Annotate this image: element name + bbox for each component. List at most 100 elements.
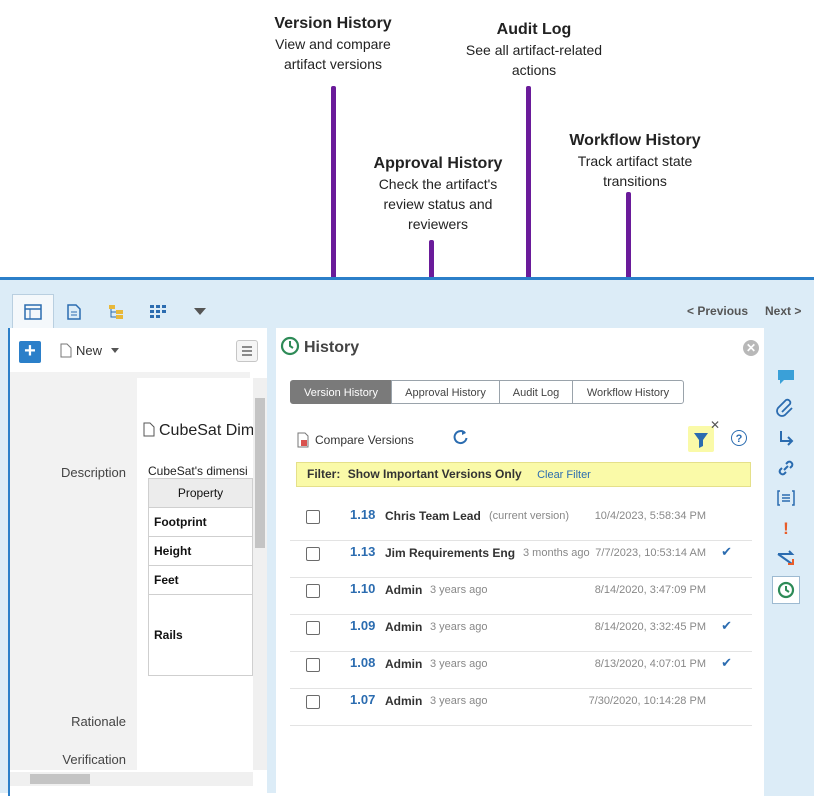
tab-workflow-history[interactable]: Workflow History	[572, 380, 684, 404]
filter-value: Show Important Versions Only	[347, 467, 522, 481]
history-icon	[280, 336, 300, 356]
tab-document[interactable]	[54, 296, 94, 326]
table-row[interactable]: 1.13 Jim Requirements Eng 3 months ago 7/7/…	[290, 540, 752, 578]
checkmark-icon: ✔	[721, 655, 732, 670]
callout-title: Version History	[274, 15, 392, 32]
callout-desc: artifact versions	[283, 56, 383, 72]
previous-link[interactable]: < Previous	[687, 304, 749, 318]
arrow-version-history	[331, 86, 336, 364]
tab-version-history[interactable]: Version History	[290, 380, 392, 404]
callout-workflow-history: Workflow History Track artifact state tr…	[555, 131, 715, 191]
alert-icon[interactable]: !	[783, 519, 789, 538]
menu-icon	[242, 346, 252, 356]
history-icon[interactable]	[772, 576, 800, 604]
history-header: History	[280, 336, 359, 357]
version-number[interactable]: 1.13	[350, 544, 376, 559]
details-icon	[24, 304, 42, 320]
caret-down-icon	[194, 308, 206, 315]
vertical-scrollbar[interactable]	[253, 378, 267, 770]
document-icon	[67, 304, 81, 320]
add-button[interactable]: +	[19, 341, 41, 363]
version-user: Chris Team Lead	[385, 509, 481, 523]
callout-version-history: Version History View and compare artifac…	[263, 14, 403, 74]
version-number[interactable]: 1.10	[350, 581, 376, 596]
scrollbar-thumb[interactable]	[30, 774, 90, 784]
compare-versions-label: Compare Versions	[315, 433, 414, 447]
row-checkbox[interactable]	[306, 510, 320, 524]
version-number[interactable]: 1.07	[350, 692, 376, 707]
menu-button[interactable]	[236, 340, 258, 362]
tab-audit-log[interactable]: Audit Log	[499, 380, 573, 404]
trace-arrow-icon[interactable]	[774, 428, 798, 450]
checkmark-icon: ✔	[721, 618, 732, 633]
caret-down-icon	[110, 348, 119, 353]
row-checkbox[interactable]	[306, 584, 320, 598]
tab-tree[interactable]	[96, 296, 136, 326]
callout-title: Workflow History	[569, 132, 701, 149]
history-panel: History ✕ Version History Approval Histo…	[276, 328, 764, 796]
tab-grid[interactable]	[138, 296, 178, 326]
next-link[interactable]: Next >	[765, 304, 802, 318]
filter-button[interactable]	[688, 426, 714, 452]
link-icon[interactable]	[774, 458, 798, 480]
horizontal-scrollbar[interactable]	[10, 772, 253, 786]
row-checkbox[interactable]	[306, 695, 320, 709]
right-sidebar: !	[764, 328, 814, 796]
version-date: 10/4/2023, 5:58:34 PM	[594, 510, 706, 522]
table-row: Rails	[148, 594, 253, 676]
artifact-title: CubeSat Dim	[143, 422, 253, 440]
tab-more-dropdown[interactable]	[180, 296, 220, 326]
new-button-label: New	[76, 343, 103, 358]
attachment-icon[interactable]	[774, 398, 798, 420]
callout-title: Audit Log	[496, 21, 572, 38]
version-user: Admin	[385, 694, 423, 708]
document-icon	[143, 422, 155, 437]
new-document-icon	[60, 343, 72, 358]
rationale-label: Rationale	[71, 714, 126, 729]
tab-approval-history[interactable]: Approval History	[391, 380, 500, 404]
relationship-icon[interactable]	[774, 548, 798, 570]
tree-icon	[109, 305, 123, 319]
row-checkbox[interactable]	[306, 658, 320, 672]
callout-desc: actions	[511, 62, 557, 78]
version-date: 8/14/2020, 3:32:45 PM	[594, 621, 706, 633]
version-number[interactable]: 1.18	[350, 507, 376, 522]
version-relative-time: 3 years ago	[430, 621, 488, 633]
refresh-button[interactable]	[451, 428, 469, 451]
close-button[interactable]: ✕	[743, 340, 759, 356]
clear-filter-link[interactable]: Clear Filter	[537, 469, 591, 481]
clear-filter-icon[interactable]: ✕	[710, 418, 721, 432]
version-relative-time: 3 years ago	[430, 658, 488, 670]
version-relative-time: 3 years ago	[430, 584, 488, 596]
callout-desc: reviewers	[408, 216, 468, 232]
checkmark-icon: ✔	[721, 544, 732, 559]
version-user: Jim Requirements Eng	[385, 546, 516, 560]
help-icon: ?	[735, 433, 743, 445]
row-checkbox[interactable]	[306, 621, 320, 635]
comment-icon[interactable]	[774, 368, 798, 390]
row-checkbox[interactable]	[306, 547, 320, 561]
help-button[interactable]: ?	[731, 430, 747, 446]
description-label: Description	[60, 465, 126, 480]
version-date: 7/7/2023, 10:53:14 AM	[595, 547, 706, 559]
version-number[interactable]: 1.08	[350, 655, 376, 670]
compare-versions-button[interactable]: Compare Versions	[296, 432, 414, 448]
version-number[interactable]: 1.09	[350, 618, 376, 633]
close-icon: ✕	[745, 341, 757, 355]
callout-audit-log: Audit Log See all artifact-related actio…	[444, 20, 624, 80]
arrow-audit-log	[526, 86, 531, 364]
table-row[interactable]: 1.18 Chris Team Lead (current version) 10/4…	[290, 503, 752, 541]
version-relative-time: 3 months ago	[523, 547, 590, 559]
artifact-title-text: CubeSat Dim	[159, 422, 253, 439]
history-title: History	[304, 339, 360, 356]
list-icon[interactable]	[774, 488, 798, 510]
version-relative-time: (current version)	[489, 510, 570, 522]
new-button[interactable]: New	[60, 343, 119, 358]
tab-details[interactable]	[12, 294, 54, 329]
callout-desc: Track artifact state	[577, 153, 693, 169]
scrollbar-thumb[interactable]	[255, 398, 265, 548]
